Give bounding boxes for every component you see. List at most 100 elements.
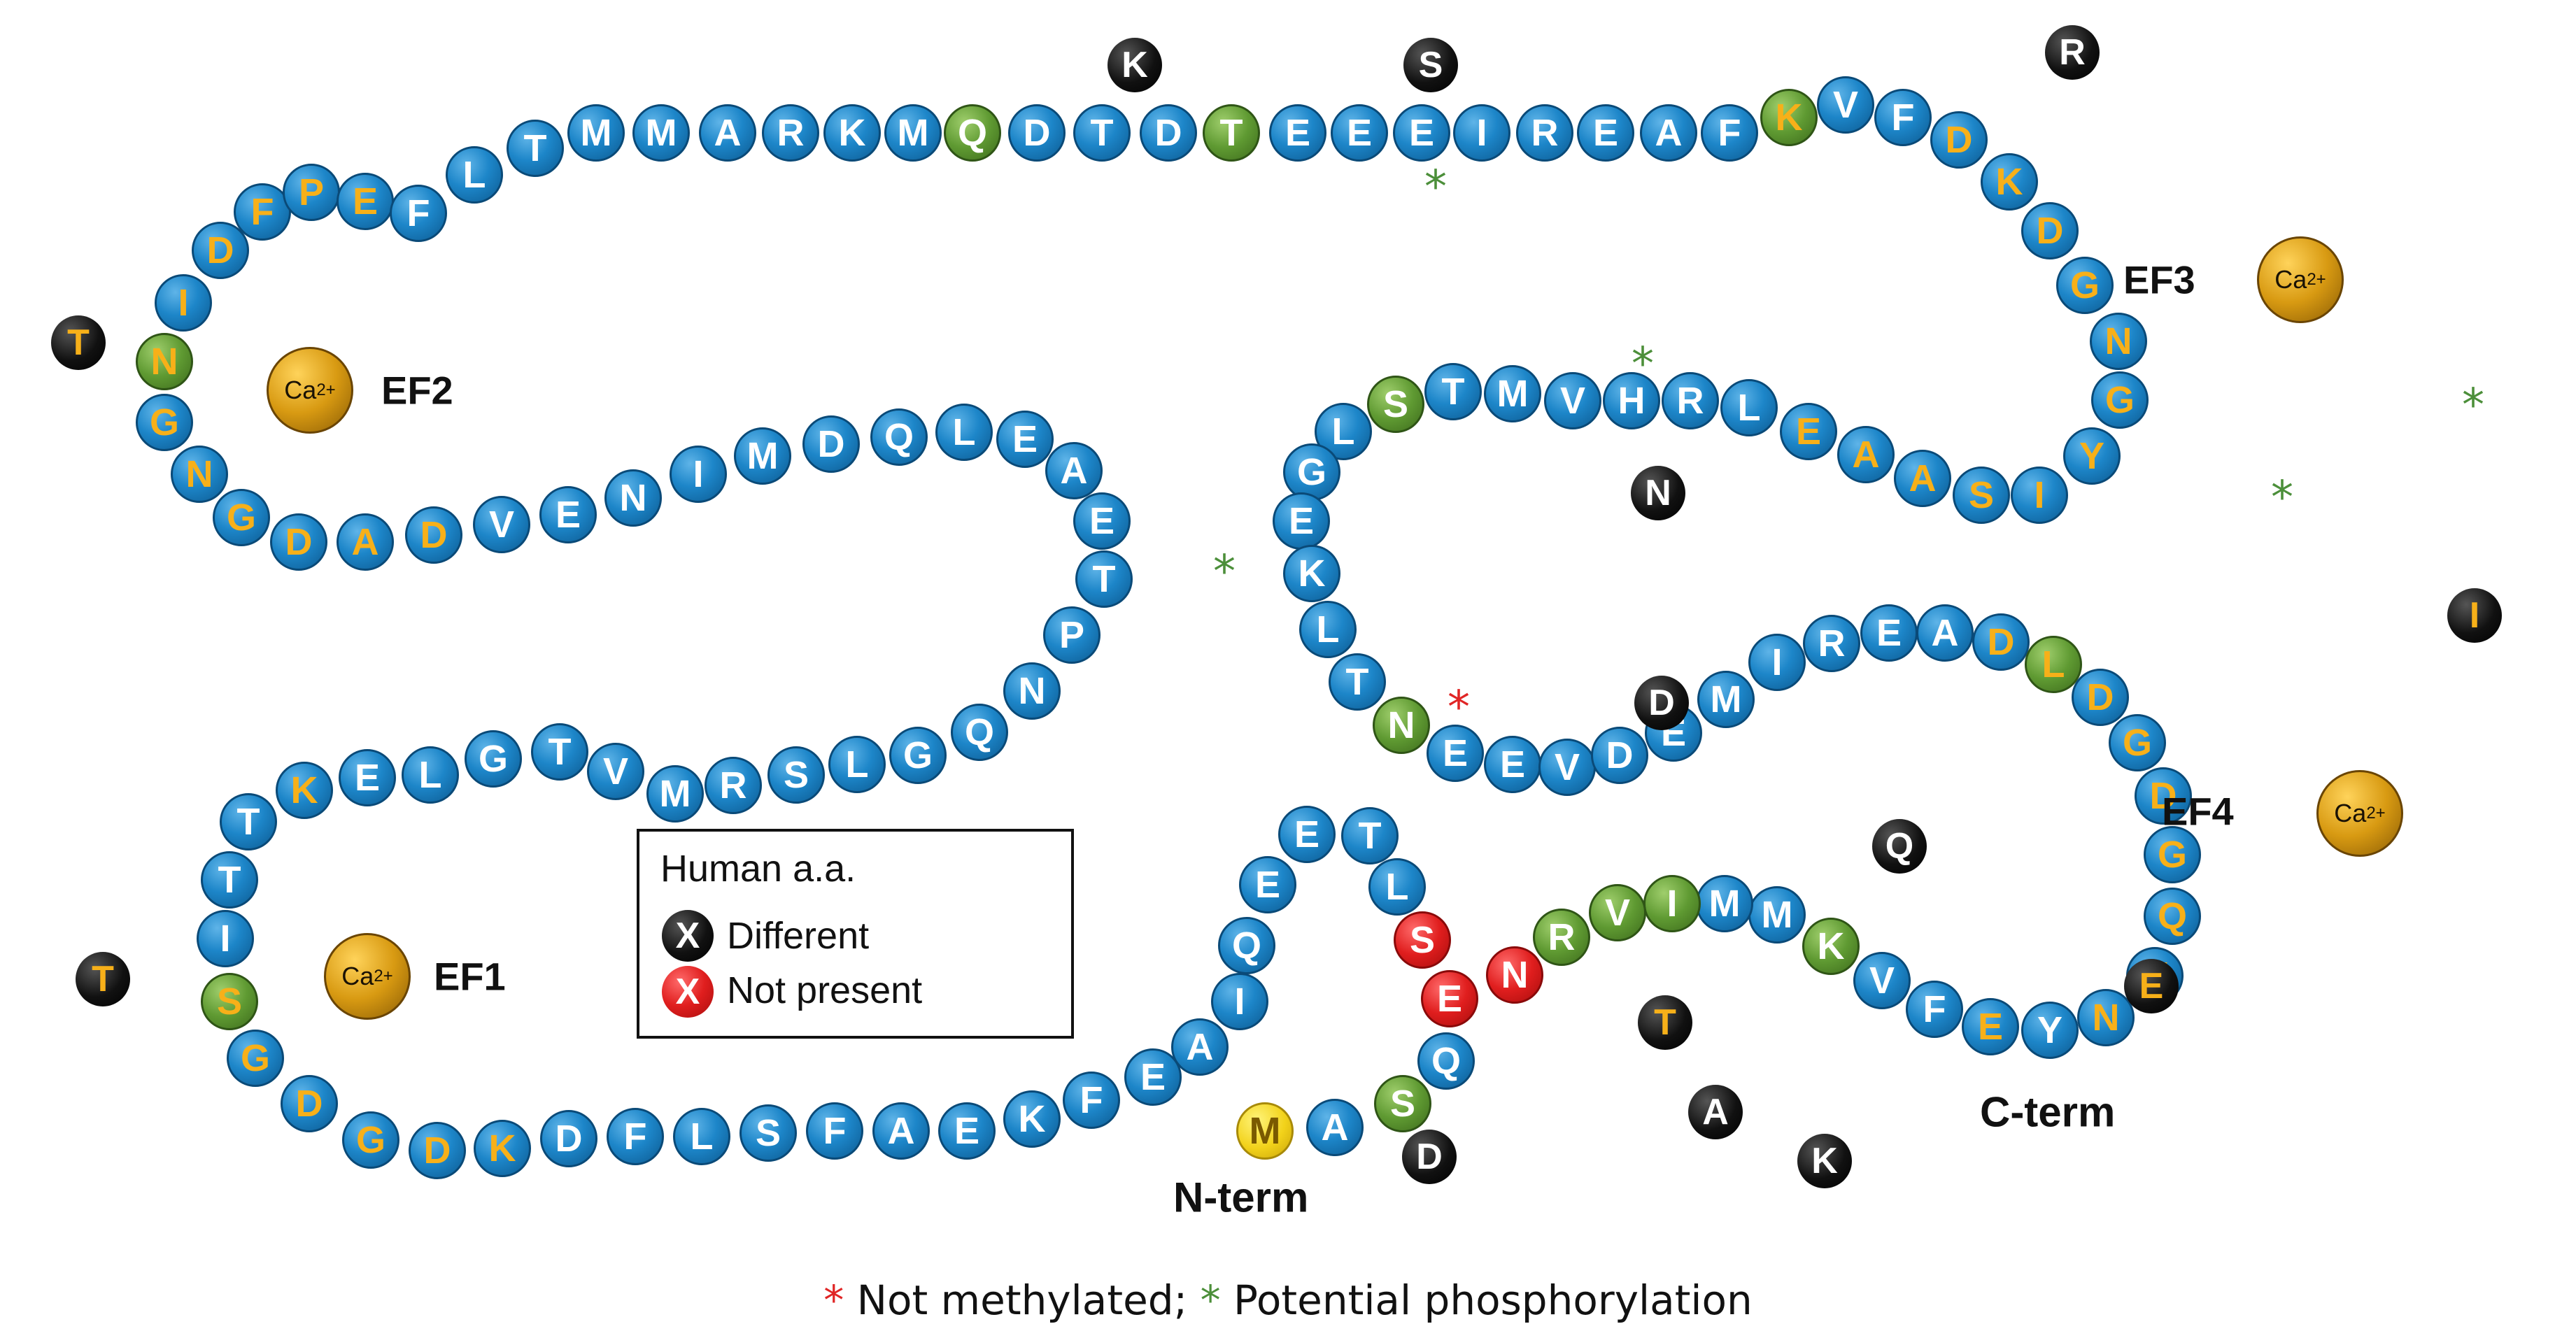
human-difference-marker-3: T [51,315,106,370]
residue-65: N [136,333,193,390]
residue-48: E [1073,492,1131,550]
residue-85: E [1269,104,1326,162]
residue-75: M [632,104,690,162]
residue-103: I [2011,467,2068,524]
residue-92: F [1701,104,1758,162]
residue-112: M [1484,365,1541,422]
residue-142: E [1962,998,2019,1055]
residue-71: F [390,185,447,242]
phosphorylation-star-t: * [1424,162,1447,213]
residue-58: V [473,496,530,553]
residue-56: N [604,469,662,527]
residue-11: Q [1218,917,1275,974]
residue-83: D [1140,104,1197,162]
residue-17: E [938,1102,996,1160]
legend-different-marker: X [662,910,714,962]
residue-87: E [1393,104,1450,162]
residue-115: L [1315,403,1372,460]
residue-106: A [1837,426,1895,483]
human-difference-marker-6: R [2045,25,2100,80]
residue-127: M [1697,671,1755,728]
human-difference-marker-8: D [1634,676,1689,730]
residue-28: G [227,1030,284,1087]
ef4-label: EF4 [2162,789,2234,834]
residue-70: E [337,173,394,230]
residue-39: M [646,765,704,823]
residue-78: K [823,104,881,162]
residue-114: S [1367,376,1424,433]
residue-91: A [1640,104,1697,162]
footnote-red-star: * [823,1276,844,1324]
human-difference-marker-9: I [2447,588,2502,643]
legend-title: Human a.a. [660,848,856,890]
residue-8: T [1341,807,1399,864]
legend-absent-marker: X [662,966,714,1018]
residue-4: Q [1417,1032,1475,1090]
residue-1: M [1236,1102,1294,1160]
residue-9: E [1278,806,1336,863]
human-difference-marker-2: T [76,952,130,1006]
residue-111: V [1544,372,1601,429]
residue-12: I [1211,973,1268,1030]
legend-box: Human a.a. X Different X Not present [637,829,1074,1039]
residue-63: N [171,446,228,503]
human-difference-marker-5: S [1403,38,1458,92]
residue-61: D [270,513,327,571]
residue-120: T [1329,653,1386,711]
residue-101: G [2091,371,2149,429]
residue-122: E [1427,725,1484,782]
human-difference-marker-1: D [1402,1130,1457,1184]
residue-16: K [1003,1090,1061,1148]
residue-18: A [872,1102,930,1160]
residue-41: S [767,746,825,804]
residue-47: T [1075,550,1133,608]
residue-34: E [339,749,396,806]
residue-140: N [2077,989,2135,1046]
residue-73: T [507,120,564,177]
residue-40: R [705,757,762,814]
residue-138: Q [2144,888,2201,945]
human-difference-marker-4: K [1107,38,1162,92]
residue-135: G [2109,714,2166,771]
residue-27: D [281,1075,338,1132]
footnote: * Not methylated; * Potential phosphoryl… [0,1276,2576,1324]
footnote-not-methylated: Not methylated; [856,1276,1188,1324]
human-difference-marker-14: K [1797,1134,1852,1188]
human-difference-marker-7: N [1631,466,1685,520]
residue-3: S [1374,1075,1431,1132]
residue-99: G [2056,257,2114,314]
human-difference-marker-13: A [1688,1085,1743,1139]
residue-55: I [670,446,727,503]
residue-118: K [1283,545,1340,602]
residue-136: D [2135,767,2192,825]
residue-59: D [405,506,462,564]
residue-148: I [1643,875,1701,932]
residue-116: G [1283,443,1340,501]
residue-137: G [2144,826,2201,883]
residue-146: M [1748,886,1806,944]
residue-51: L [935,404,993,461]
legend-different-label: Different [727,915,870,957]
residue-22: F [607,1108,664,1165]
residue-44: Q [951,704,1008,761]
residue-66: I [155,274,212,332]
residue-32: T [220,793,277,850]
residue-31: T [201,851,258,909]
residue-144: V [1853,952,1911,1009]
residue-90: E [1577,104,1634,162]
residue-82: T [1073,104,1131,162]
residue-36: G [465,730,522,788]
residue-117: E [1273,492,1330,550]
residue-128: I [1748,634,1806,691]
n-terminus-label: N-term [1173,1174,1309,1221]
residue-97: K [1981,153,2038,211]
residue-113: T [1424,363,1482,420]
residue-124: V [1538,739,1596,796]
residue-100: N [2090,313,2147,370]
residue-121: N [1373,697,1430,754]
residue-84: T [1203,104,1260,162]
residue-24: K [474,1120,531,1177]
